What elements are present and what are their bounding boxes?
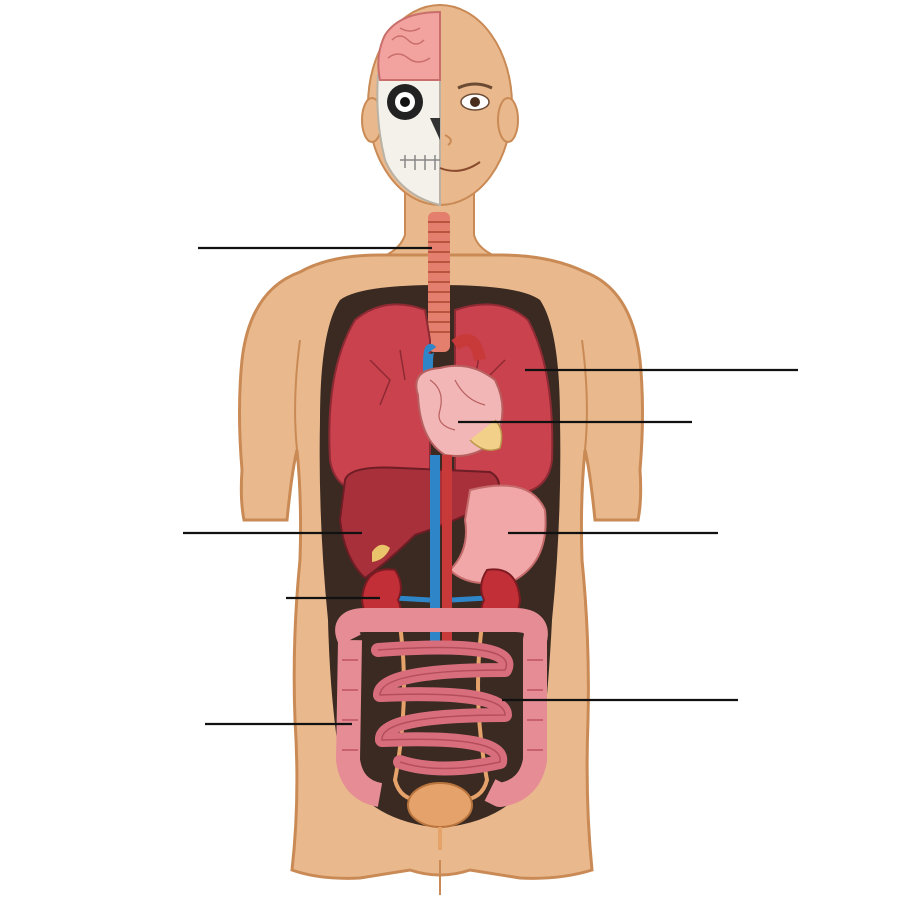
head [362, 5, 518, 205]
bladder [408, 783, 472, 827]
brain [378, 12, 440, 80]
trachea [428, 212, 450, 352]
